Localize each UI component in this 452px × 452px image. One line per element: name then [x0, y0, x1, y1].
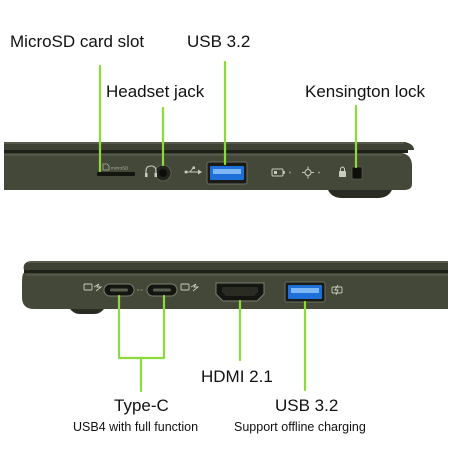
microsd-label: MicroSD card slot: [10, 32, 145, 51]
charge-icon: [331, 284, 343, 296]
top-leader-lines: [98, 60, 358, 173]
microsd-icon: microSD: [102, 163, 129, 171]
thunderbolt-icon: [180, 283, 200, 292]
kensington-lock: [339, 166, 363, 180]
power-led-icon: [302, 166, 320, 179]
usb-bottom-label: USB 3.2: [275, 396, 339, 415]
usb-bottom-sublabel: Support offline charging: [234, 420, 366, 434]
hinge-gap: [4, 150, 408, 153]
hdmi-label: HDMI 2.1: [201, 367, 273, 386]
bottom-leader-lines: [117, 294, 307, 393]
battery-led-icon: [271, 168, 291, 177]
kensington-label: Kensington lock: [305, 82, 426, 101]
thunderbolt-icon: [83, 283, 103, 292]
lid-edge-bottom: [23, 261, 448, 270]
rubber-foot: [328, 190, 392, 198]
laptop-right-side-view: [22, 261, 448, 314]
headset-icon: [145, 165, 157, 177]
usb-a-port-bottom: [284, 281, 326, 303]
usb-icon: [184, 166, 202, 175]
svg-text:microSD: microSD: [111, 166, 129, 171]
typec-label: Type-C: [114, 396, 169, 415]
headset-label: Headset jack: [106, 82, 205, 101]
usb-top-label: USB 3.2: [187, 32, 251, 51]
hinge-gap-bottom: [24, 270, 448, 273]
hdmi-port: [215, 282, 265, 302]
lid-edge: [4, 142, 414, 150]
rubber-foot-bottom: [70, 309, 104, 314]
typec-sublabel: USB4 with full function: [73, 420, 199, 434]
typec-port-1: [83, 283, 135, 297]
usb-a-port: [206, 161, 248, 185]
laptop-left-side-view: microSD: [4, 142, 414, 198]
typec-port-2: [146, 283, 200, 297]
microsd-slot: microSD: [97, 163, 135, 176]
lock-icon: [339, 166, 346, 177]
